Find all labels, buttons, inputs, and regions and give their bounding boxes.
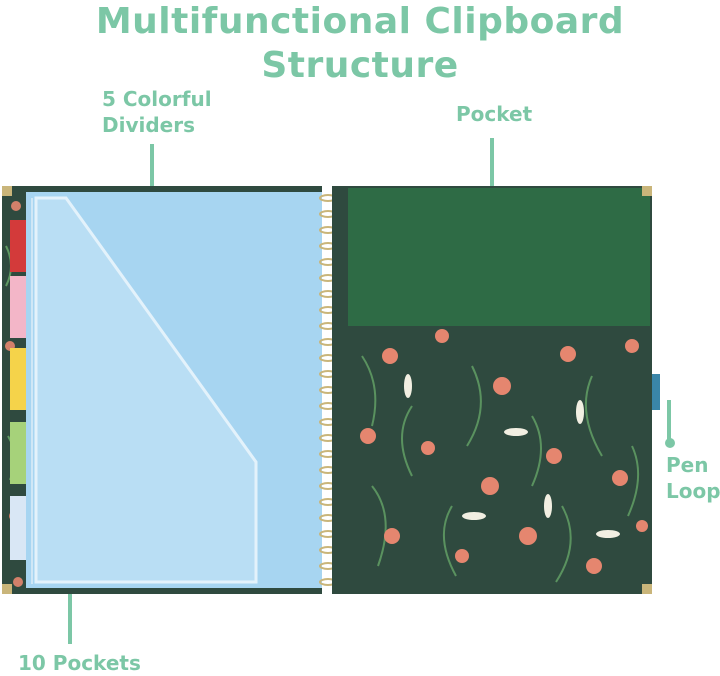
- pen-loop-callout-line1: Pen: [666, 453, 709, 477]
- dividers-callout: 5 Colorful Dividers: [102, 86, 212, 138]
- page-title: Multifunctional Clipboard Structure: [95, 1, 625, 86]
- corner-top-left: [2, 186, 12, 196]
- divider-tab-pink: [10, 276, 26, 338]
- pen-loop-callout-line: [667, 400, 671, 444]
- front-pocket: [348, 188, 650, 326]
- dividers-callout-line2: Dividers: [102, 113, 195, 137]
- pen-loop: [652, 374, 660, 410]
- divider-tab-red: [10, 220, 26, 272]
- divider-tab-lightblue: [10, 496, 26, 560]
- pen-loop-callout-dot: [665, 438, 675, 448]
- dividers-callout-line1: 5 Colorful: [102, 87, 212, 111]
- floral-pattern-right: [360, 329, 648, 583]
- corner-bottom-right: [642, 584, 652, 594]
- divider-tab-green: [10, 422, 26, 484]
- corner-bottom-left: [2, 584, 12, 594]
- pockets-callout: 10 Pockets: [18, 651, 141, 675]
- dividers-callout-line: [150, 144, 154, 224]
- pockets-callout-line: [68, 556, 72, 644]
- binder-image: [2, 186, 652, 594]
- pocket-callout: Pocket: [456, 102, 533, 126]
- pocket-folder-sheet: [26, 192, 322, 588]
- divider-tab-yellow: [10, 348, 26, 410]
- corner-top-right: [642, 186, 652, 196]
- pen-loop-callout-line2: Loop: [666, 479, 720, 503]
- pen-loop-callout: Pen Loop: [666, 452, 720, 504]
- pocket-folder-fold: [31, 196, 258, 584]
